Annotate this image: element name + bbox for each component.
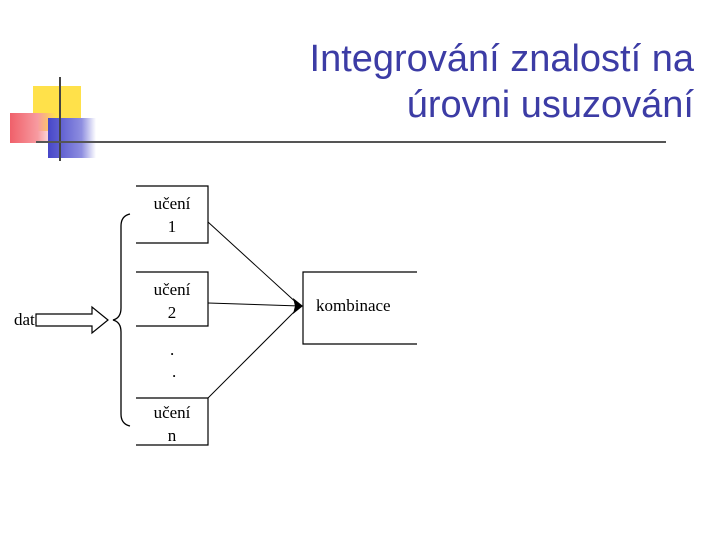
connector-line-1 — [208, 222, 300, 306]
learner-2-label: učení — [154, 280, 191, 299]
connector-line-n — [208, 306, 300, 398]
connector-line-2 — [208, 303, 300, 306]
combination-label: kombinace — [316, 296, 391, 315]
learner-1-label: učení — [154, 194, 191, 213]
brace-icon — [113, 214, 130, 426]
learner-n-number: n — [168, 426, 177, 445]
learner-1-number: 1 — [168, 217, 177, 236]
learner-n-label: učení — [154, 403, 191, 422]
ellipsis-dot-2: . — [172, 362, 176, 381]
ellipsis-dot-1: . — [170, 340, 174, 359]
learner-2-number: 2 — [168, 303, 177, 322]
input-arrow-icon — [36, 307, 108, 333]
